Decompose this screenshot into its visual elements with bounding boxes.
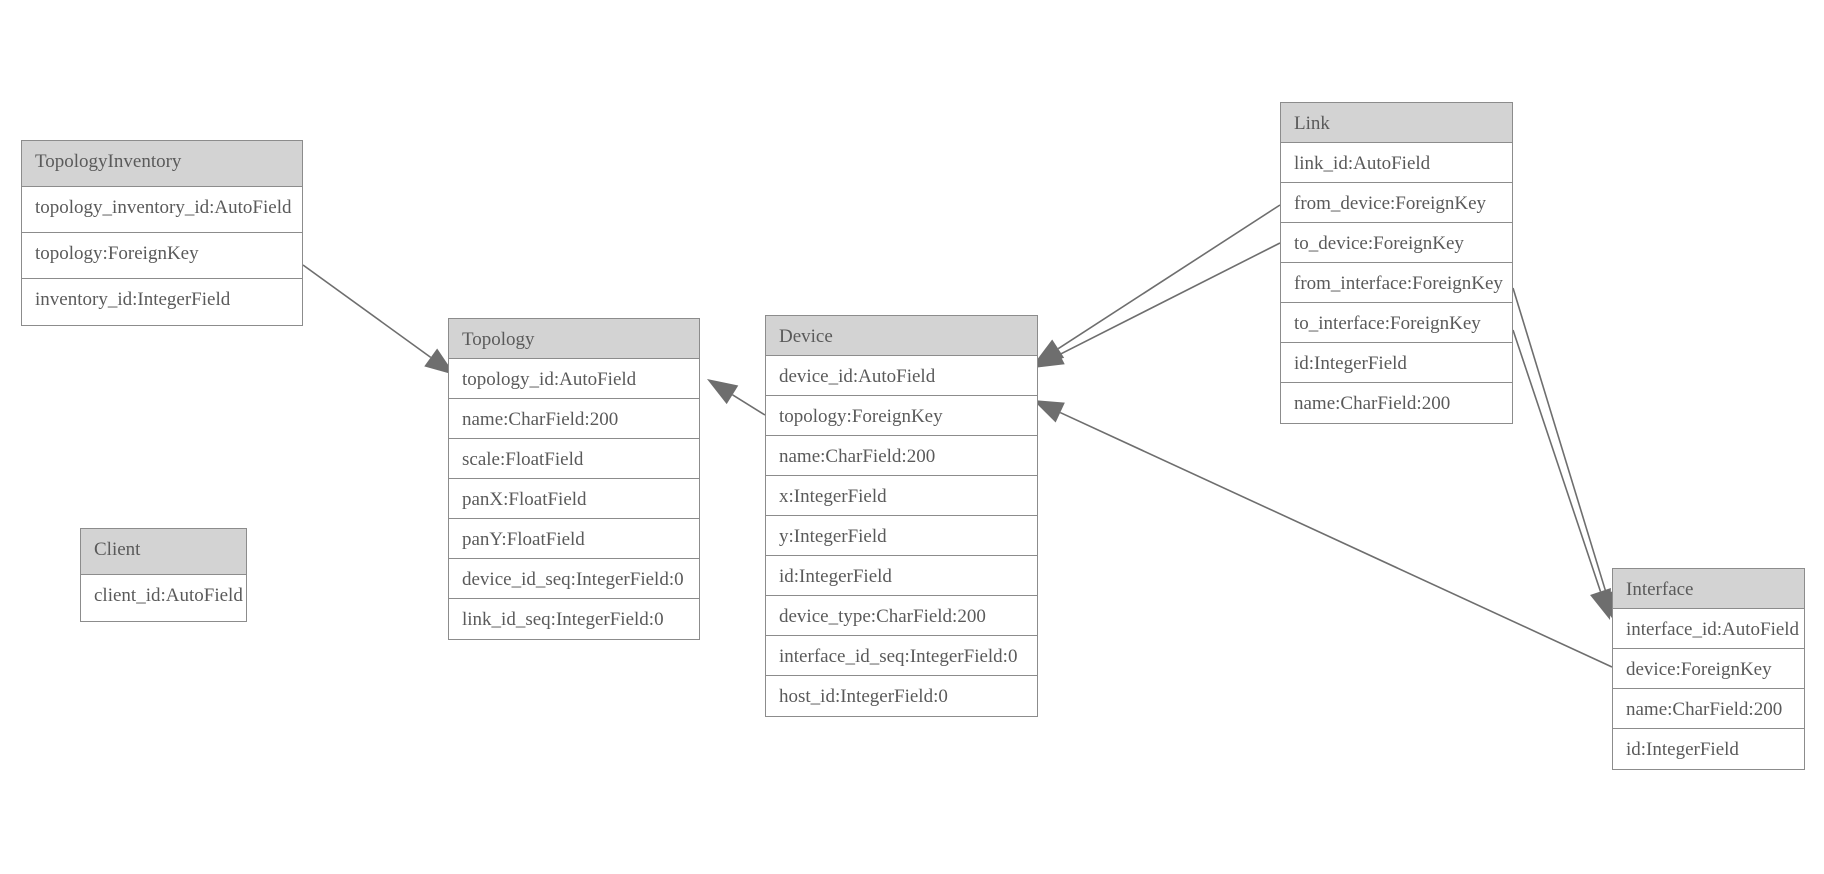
- entity-field-row: from_device:ForeignKey: [1281, 183, 1512, 223]
- entity-field-row: inventory_id:IntegerField: [22, 279, 302, 325]
- entity-title-device: Device: [766, 316, 1037, 356]
- entity-field-row: interface_id_seq:IntegerField:0: [766, 636, 1037, 676]
- entity-field-row: y:IntegerField: [766, 516, 1037, 556]
- relationship-line: [1059, 411, 1613, 668]
- entity-field-row: name:CharField:200: [1281, 383, 1512, 423]
- entity-field-row: id:IntegerField: [1281, 343, 1512, 383]
- relationship-arrowhead-icon: [707, 379, 739, 405]
- relationship-edge-topologyinventory-topology: [302, 264, 455, 375]
- entity-field-row: to_interface:ForeignKey: [1281, 303, 1512, 343]
- entity-field-row: interface_id:AutoField: [1613, 609, 1804, 649]
- relationship-line: [1512, 329, 1602, 592]
- entity-field-row: link_id:AutoField: [1281, 143, 1512, 183]
- entity-field-row: device_id_seq:IntegerField:0: [449, 559, 699, 599]
- entity-field-row: device_id:AutoField: [766, 356, 1037, 396]
- entity-field-row: from_interface:ForeignKey: [1281, 263, 1512, 303]
- entity-field-row: name:CharField:200: [1613, 689, 1804, 729]
- entity-field-row: topology_id:AutoField: [449, 359, 699, 399]
- relationship-edge-interface-device: [1033, 400, 1613, 668]
- entity-field-row: topology:ForeignKey: [22, 233, 302, 279]
- relationship-edge-link-to_interface: [1512, 329, 1611, 620]
- relationship-line: [302, 264, 432, 359]
- entity-field-row: device:ForeignKey: [1613, 649, 1804, 689]
- relationship-line: [1059, 242, 1281, 356]
- entity-field-row: host_id:IntegerField:0: [766, 676, 1037, 716]
- relationship-line: [1512, 287, 1608, 594]
- entity-field-row: scale:FloatField: [449, 439, 699, 479]
- relationship-line: [1057, 204, 1281, 350]
- relationship-edge-link-to_device: [1033, 242, 1281, 368]
- entity-field-row: panX:FloatField: [449, 479, 699, 519]
- entity-field-row: name:CharField:200: [766, 436, 1037, 476]
- entity-field-row: panY:FloatField: [449, 519, 699, 559]
- entity-field-row: id:IntegerField: [1613, 729, 1804, 769]
- entity-title-interface: Interface: [1613, 569, 1804, 609]
- entity-field-row: device_type:CharField:200: [766, 596, 1037, 636]
- entity-title-link: Link: [1281, 103, 1512, 143]
- entity-field-row: x:IntegerField: [766, 476, 1037, 516]
- relationship-line: [732, 394, 766, 416]
- entity-field-row: name:CharField:200: [449, 399, 699, 439]
- relationship-edge-device-topology: [707, 379, 766, 416]
- entity-title-client: Client: [81, 529, 246, 575]
- entity-field-row: to_device:ForeignKey: [1281, 223, 1512, 263]
- entity-title-topology: Topology: [449, 319, 699, 359]
- entity-field-row: topology_inventory_id:AutoField: [22, 187, 302, 233]
- relationship-edge-link-from_interface: [1512, 287, 1617, 622]
- relationship-arrowhead-icon: [1590, 588, 1611, 620]
- entity-field-row: id:IntegerField: [766, 556, 1037, 596]
- entity-title-topologyinventory: TopologyInventory: [22, 141, 302, 187]
- entity-field-row: client_id:AutoField: [81, 575, 246, 621]
- entity-field-row: link_id_seq:IntegerField:0: [449, 599, 699, 639]
- entity-field-row: topology:ForeignKey: [766, 396, 1037, 436]
- relationship-edge-link-from_device: [1033, 204, 1281, 365]
